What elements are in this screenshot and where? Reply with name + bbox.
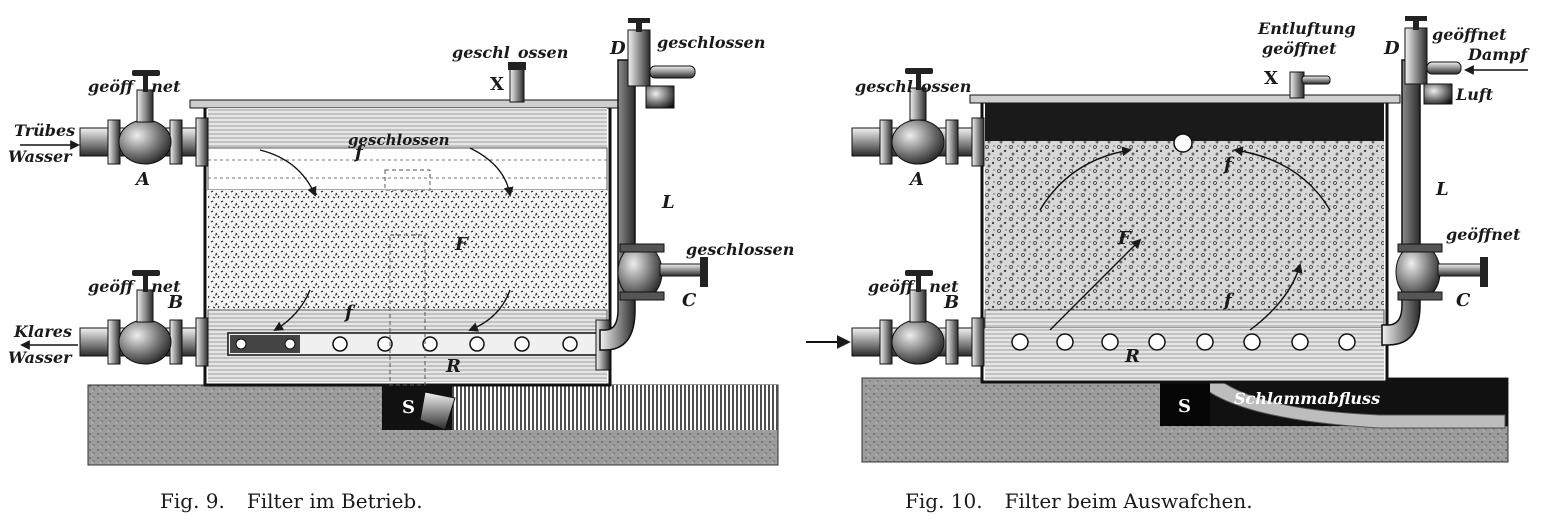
valve-B-10 <box>891 319 945 365</box>
label-F-9: F <box>454 234 469 255</box>
label-c-valve-9: geschlossen <box>686 240 794 259</box>
label-C-9: C <box>682 290 697 311</box>
lower-sieve-10 <box>984 309 1385 329</box>
drain-pipe-9 <box>419 391 456 431</box>
tank-top-flange-10 <box>969 94 1401 104</box>
label-R-10: R <box>1124 346 1140 367</box>
valve-A-10 <box>891 119 945 165</box>
vent-X-10 <box>1289 71 1305 99</box>
drain-flow-10 <box>1198 379 1506 429</box>
label-steam-10: Dampf <box>1467 45 1530 64</box>
label-D-10: D <box>1383 38 1400 59</box>
label-B-9: B <box>167 292 183 313</box>
upper-sieve-9 <box>207 147 608 191</box>
label-R-9: R <box>445 356 461 377</box>
label-inlet-9a: Trübes <box>14 121 75 140</box>
label-outlet-9a: Klares <box>13 322 72 341</box>
label-outlet-9b: Wasser <box>8 348 73 367</box>
label-A-10: A <box>908 169 924 190</box>
tank-top-flange-9 <box>189 99 626 109</box>
label-C-10: C <box>1456 290 1471 311</box>
filter-sand-9 <box>208 190 607 310</box>
lower-sieve-9 <box>207 309 608 331</box>
label-vent-10b: geöffnet <box>1262 39 1337 58</box>
label-d-valve-9: geschlossen <box>657 33 765 52</box>
label-L-10: L <box>1435 179 1449 200</box>
label-D-9: D <box>609 38 626 59</box>
label-drain-10: Schlammabfluss <box>1234 389 1380 408</box>
flow-arrow-10b <box>1233 146 1331 211</box>
label-A-9: A <box>134 169 150 190</box>
label-L-9: L <box>661 192 675 213</box>
flow-arrow-10c <box>1049 238 1142 331</box>
caption-9: Fig. 9.Filter im Betrieb. <box>160 489 423 513</box>
label-air-10: Luft <box>1455 85 1494 104</box>
label-X-10: X <box>1264 68 1278 89</box>
label-S-10: S <box>1178 396 1191 417</box>
bottom-chamber-10 <box>985 328 1384 380</box>
vent-X-9 <box>509 67 525 103</box>
label-inner-valve-9: geschlossen <box>348 131 450 149</box>
flow-arrow-9b <box>469 147 514 197</box>
flow-arrow-9c <box>273 289 311 332</box>
water-layer-9 <box>208 108 607 148</box>
label-B-10: B <box>943 292 959 313</box>
label-X-9: X <box>490 74 504 95</box>
label-F-10: F <box>1117 228 1132 249</box>
label-c-valve-10: geöffnet <box>1446 225 1521 244</box>
flow-arrow-10a <box>1039 146 1132 211</box>
flow-arrow-9a <box>259 149 317 197</box>
caption-10: Fig. 10.Filter beim Auswafchen. <box>905 489 1253 513</box>
valve-B-9 <box>118 319 172 365</box>
label-d-valve-10: geöffnet <box>1432 25 1507 44</box>
label-inlet-9b: Wasser <box>8 147 73 166</box>
valve-A-9 <box>118 119 172 165</box>
label-S-9: S <box>402 397 415 418</box>
foam-layer-10 <box>985 141 1384 310</box>
flow-arrow-10d <box>1249 263 1303 331</box>
label-vent-10a: Entluftung <box>1257 19 1356 38</box>
flow-arrow-9d <box>468 289 511 332</box>
